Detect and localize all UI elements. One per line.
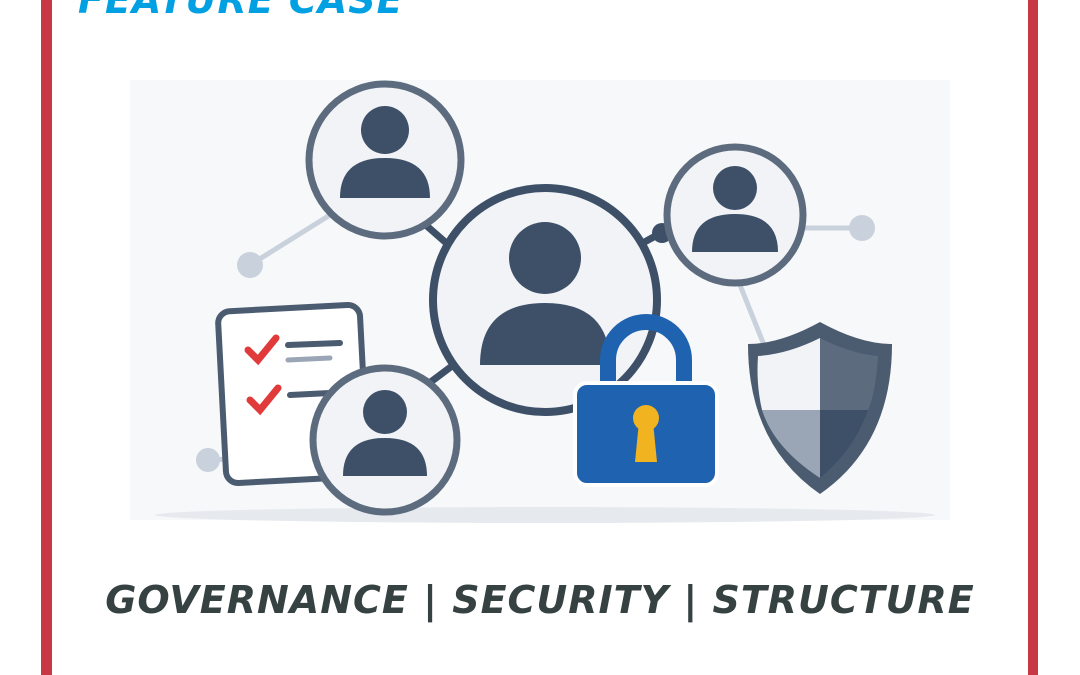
network-node-icon xyxy=(849,215,875,241)
person-icon xyxy=(305,80,465,240)
network-node-icon xyxy=(237,252,263,278)
left-border xyxy=(41,0,52,675)
person-icon xyxy=(663,143,807,287)
person-icon xyxy=(429,184,661,416)
person-icon xyxy=(309,364,461,516)
right-border xyxy=(1028,0,1038,675)
padlock-icon xyxy=(573,314,719,487)
network-node-icon xyxy=(196,448,220,472)
ground-shadow xyxy=(155,507,935,523)
page-title: FEATURE CASE xyxy=(78,0,404,22)
shield-icon xyxy=(748,322,892,494)
tagline: GOVERNANCE | SECURITY | STRUCTURE xyxy=(105,578,975,622)
